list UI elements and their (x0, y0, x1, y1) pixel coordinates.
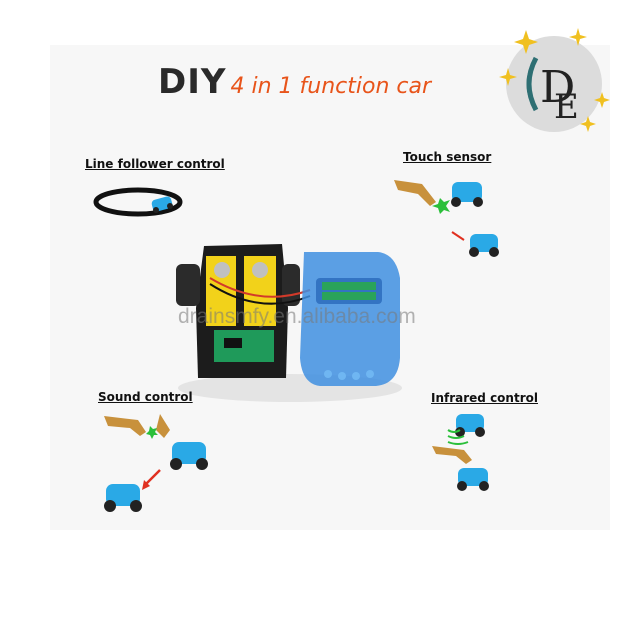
label-infrared-control: Infrared control (431, 391, 538, 405)
label-touch-sensor: Touch sensor (403, 150, 492, 164)
line-follower-illustration (93, 187, 183, 217)
infrared-control-illustration (432, 414, 489, 491)
brand-logo: D E (499, 28, 610, 132)
title-subtitle: 4 in 1 function car (230, 74, 432, 99)
car-kit-photo (176, 244, 402, 402)
touch-sensor-illustration (394, 180, 499, 257)
label-sound-control: Sound control (98, 390, 193, 404)
watermark: drainsmfy.en.alibaba.com (178, 305, 416, 328)
svg-text:E: E (554, 87, 579, 127)
sound-control-illustration (104, 414, 208, 512)
svg-text:D: D (540, 62, 575, 113)
title-diy: DIY (158, 62, 227, 102)
label-line-follower: Line follower control (85, 157, 225, 171)
